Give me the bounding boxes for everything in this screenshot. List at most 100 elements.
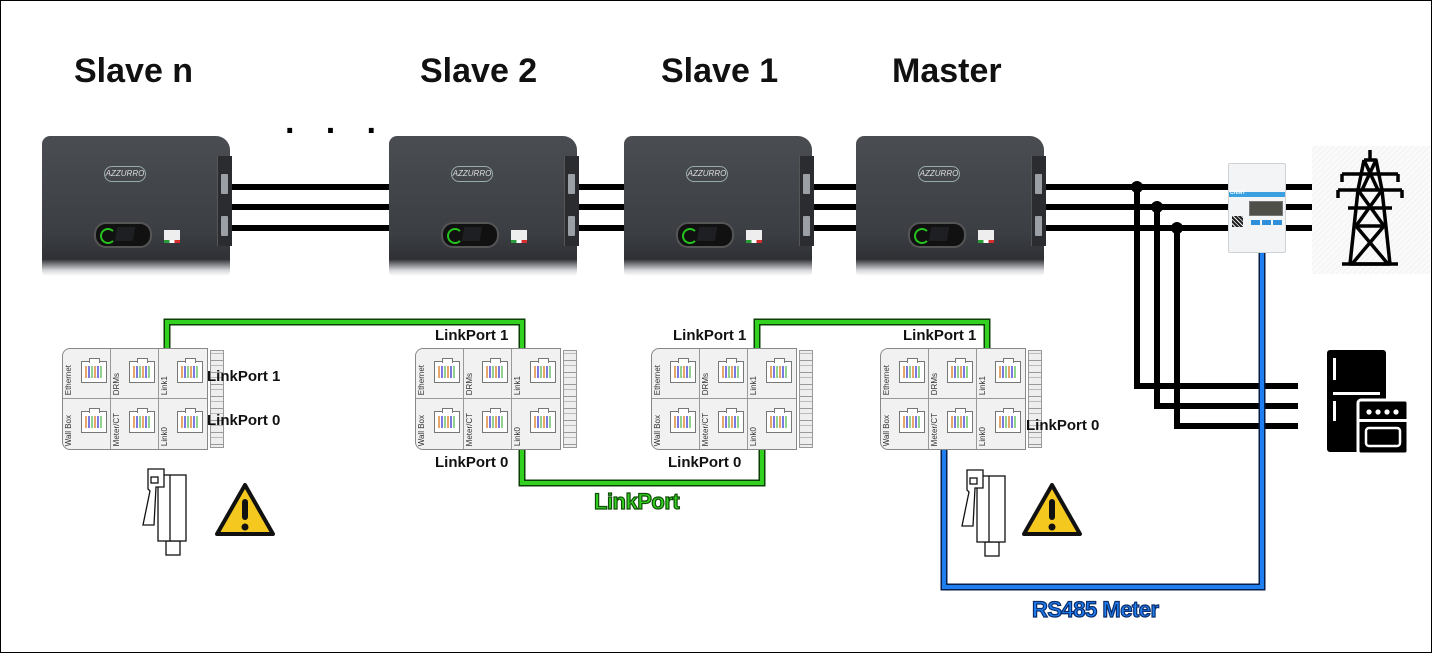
rs485-bus-label: RS485 Meter bbox=[1031, 596, 1159, 622]
port-link0: Link0 bbox=[512, 399, 560, 449]
junction-dots bbox=[1131, 181, 1183, 234]
title-slave-1: Slave 1 bbox=[661, 52, 779, 90]
grid-area bbox=[1312, 146, 1430, 274]
rs485-cable bbox=[940, 252, 1266, 591]
port-label: DRMs bbox=[701, 372, 710, 395]
comm-panel-master: Ethernet DRMs Link1 Wall Box Meter/CT Li… bbox=[880, 348, 1044, 452]
label-slave1-linkport0: LinkPort 0 bbox=[668, 454, 742, 471]
rj45-port-icon bbox=[766, 408, 792, 433]
label-master-linkport1: LinkPort 1 bbox=[903, 327, 977, 344]
rj45-port-icon bbox=[947, 358, 973, 383]
meter-lcd bbox=[1249, 201, 1283, 216]
inverter-side-connectors bbox=[1031, 156, 1046, 246]
junction-dot bbox=[1131, 181, 1143, 193]
ellipsis: · · · bbox=[285, 112, 388, 150]
port-meter-ct: Meter/CT bbox=[700, 399, 748, 449]
rj45-port-icon bbox=[81, 358, 107, 383]
port-label: DRMs bbox=[465, 372, 474, 395]
port-label: DRMs bbox=[930, 372, 939, 395]
rj45-port-icon bbox=[434, 358, 460, 383]
port-link1: Link1 bbox=[977, 349, 1025, 399]
label-slaven-linkport1: LinkPort 1 bbox=[207, 368, 281, 385]
port-label: Link1 bbox=[978, 375, 987, 395]
port-ethernet: Ethernet bbox=[652, 349, 700, 399]
port-label: Meter/CT bbox=[701, 412, 710, 446]
rj45-port-icon bbox=[434, 408, 460, 433]
label-slave1-linkport1: LinkPort 1 bbox=[673, 327, 747, 344]
port-link1: Link1 bbox=[748, 349, 796, 399]
rj45-port-icon bbox=[899, 408, 925, 433]
port-drms: DRMs bbox=[464, 349, 512, 399]
inverter-body bbox=[624, 136, 812, 276]
italy-flag-icon bbox=[746, 230, 762, 243]
inverter-logo: AZZURRO bbox=[451, 166, 493, 182]
linkport-cable-slave2-slave1 bbox=[520, 448, 764, 485]
linkport-bus-label: LinkPort bbox=[593, 488, 680, 514]
italy-flag-icon bbox=[978, 230, 994, 243]
port-link0: Link0 bbox=[159, 399, 207, 449]
port-wall-box: Wall Box bbox=[416, 399, 464, 449]
junction-dot bbox=[1151, 201, 1163, 213]
inverter-body bbox=[42, 136, 230, 276]
inverter-display bbox=[94, 222, 152, 248]
rj45-port-icon bbox=[718, 358, 744, 383]
port-drms: DRMs bbox=[111, 349, 159, 399]
inverter-slave-1: AZZURRO bbox=[624, 136, 814, 291]
port-link0: Link0 bbox=[977, 399, 1025, 449]
port-label: Link0 bbox=[513, 426, 522, 446]
label-slave2-linkport0: LinkPort 0 bbox=[435, 454, 509, 471]
port-label: DRMs bbox=[112, 372, 121, 395]
meter-button bbox=[1262, 220, 1271, 225]
port-link1: Link1 bbox=[512, 349, 560, 399]
inverter-display bbox=[676, 222, 734, 248]
port-meter-ct: Meter/CT bbox=[929, 399, 977, 449]
inverter-body bbox=[856, 136, 1044, 276]
port-ethernet: Ethernet bbox=[63, 349, 111, 399]
port-label: Meter/CT bbox=[465, 412, 474, 446]
rj45-terminator-icon bbox=[961, 469, 1006, 557]
rj45-port-icon bbox=[530, 408, 556, 433]
junction-dot bbox=[1171, 222, 1183, 234]
label-master-linkport0: LinkPort 0 bbox=[1026, 417, 1100, 434]
port-drms: DRMs bbox=[929, 349, 977, 399]
port-label: Link1 bbox=[749, 375, 758, 395]
linkport-cable-slave1-master bbox=[755, 320, 989, 350]
port-label: Wall Box bbox=[64, 414, 73, 446]
warning-triangle-icon bbox=[215, 483, 275, 536]
rj45-port-icon bbox=[670, 358, 696, 383]
linkport-cables bbox=[163, 318, 991, 487]
port-label: Ethernet bbox=[653, 364, 662, 395]
port-meter-ct: Meter/CT bbox=[111, 399, 159, 449]
inverter-display bbox=[441, 222, 499, 248]
port-label: Ethernet bbox=[417, 364, 426, 395]
rj45-port-icon bbox=[81, 408, 107, 433]
port-label: Link0 bbox=[978, 426, 987, 446]
power-pylon-icon bbox=[1336, 150, 1404, 266]
meter-button bbox=[1273, 220, 1282, 225]
port-link0: Link0 bbox=[748, 399, 796, 449]
load-line-l1 bbox=[1134, 187, 1298, 389]
port-label: Link1 bbox=[160, 375, 169, 395]
port-link1: Link1 bbox=[159, 349, 207, 399]
inverter-side-connectors bbox=[564, 156, 579, 246]
meter-band bbox=[1229, 192, 1285, 197]
ac-bus bbox=[228, 184, 1328, 429]
rj45-port-icon bbox=[177, 408, 203, 433]
warning-triangle-icon bbox=[1022, 483, 1082, 536]
rj45-port-icon bbox=[995, 358, 1021, 383]
terminal-block bbox=[210, 350, 224, 448]
inverter-side-connectors bbox=[799, 156, 814, 246]
rj45-port-icon bbox=[899, 358, 925, 383]
port-wall-box: Wall Box bbox=[881, 399, 929, 449]
rj45-port-icon bbox=[129, 358, 155, 383]
fridge-oven-icon bbox=[1327, 350, 1410, 454]
port-label: Ethernet bbox=[64, 364, 73, 395]
comm-panel-slave-2: Ethernet DRMs Link1 Wall Box Meter/CT Li… bbox=[415, 348, 579, 452]
title-master: Master bbox=[892, 52, 1002, 90]
terminal-block bbox=[1028, 350, 1042, 448]
rj45-port-icon bbox=[482, 358, 508, 383]
port-wall-box: Wall Box bbox=[63, 399, 111, 449]
rj45-port-icon bbox=[177, 358, 203, 383]
port-label: Wall Box bbox=[417, 414, 426, 446]
label-slave2-linkport1: LinkPort 1 bbox=[435, 327, 509, 344]
